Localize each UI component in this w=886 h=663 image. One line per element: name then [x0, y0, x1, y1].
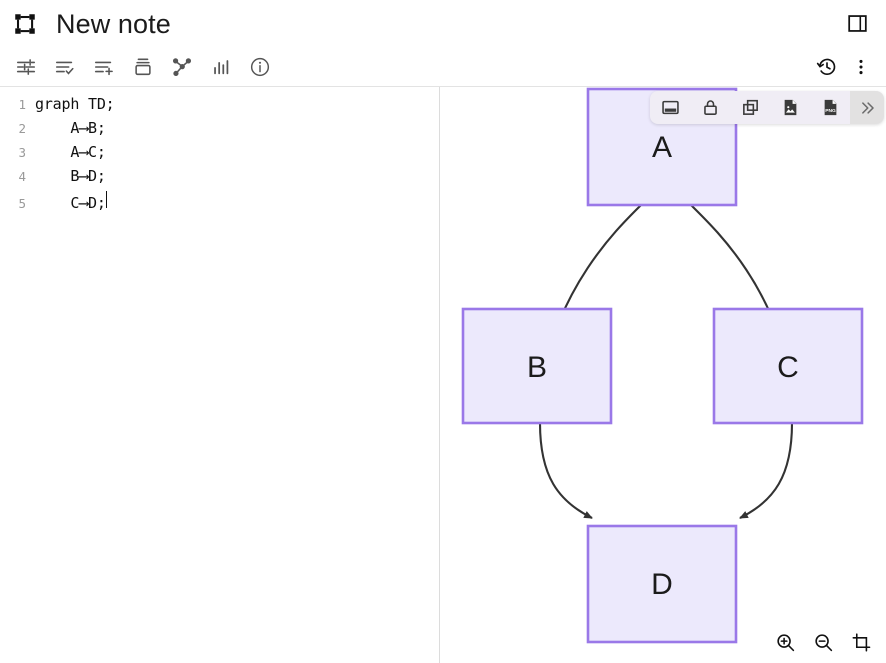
settings-sliders-icon[interactable]: [6, 51, 45, 83]
mermaid-flowchart: A B C D: [461, 87, 864, 644]
bar-chart-icon[interactable]: [201, 51, 240, 83]
line-content: A⟶B;: [35, 119, 106, 137]
code-line[interactable]: 3 A⟶C;: [0, 143, 439, 167]
text-caret: [105, 191, 107, 208]
main-toolbar: [0, 47, 886, 87]
node-label: B: [527, 351, 547, 384]
task-list-check-icon[interactable]: [45, 51, 84, 83]
diagram-node-b[interactable]: B: [461, 307, 613, 425]
code-line[interactable]: 5 C⟶D;: [0, 191, 439, 215]
line-number: 5: [18, 196, 26, 211]
diagram-export-toolbar: PNG: [650, 91, 884, 124]
export-svg-file-icon[interactable]: [770, 91, 810, 124]
list-add-icon[interactable]: [84, 51, 123, 83]
card-stack-icon[interactable]: [123, 51, 162, 83]
history-clock-icon[interactable]: [810, 51, 844, 83]
sidebar-panel-toggle-icon[interactable]: [842, 9, 872, 39]
edge-c-d: [739, 422, 794, 519]
frame-window-icon[interactable]: [650, 91, 690, 124]
code-line[interactable]: 2 A⟶B;: [0, 119, 439, 143]
fit-to-screen-icon[interactable]: [848, 629, 874, 655]
chevron-double-right-icon[interactable]: [850, 91, 884, 124]
export-png-file-icon[interactable]: PNG: [810, 91, 850, 124]
line-number: 4: [18, 169, 26, 184]
lock-icon[interactable]: [690, 91, 730, 124]
line-content: C⟶D;: [35, 194, 106, 212]
editor-preview-split: 1 graph TD; 2 A⟶B; 3 A⟶C; 4 B⟶D; 5 C⟶D;: [0, 87, 886, 663]
copy-duplicate-icon[interactable]: [730, 91, 770, 124]
zoom-out-icon[interactable]: [810, 629, 836, 655]
more-vertical-icon[interactable]: [844, 51, 878, 83]
line-content: graph TD;: [35, 95, 115, 113]
line-number: 2: [18, 121, 26, 136]
edge-b-d: [538, 422, 593, 519]
node-label: C: [777, 351, 799, 384]
diagram-node-d[interactable]: D: [586, 524, 738, 644]
code-line[interactable]: 1 graph TD;: [0, 95, 439, 119]
note-title[interactable]: New note: [56, 8, 171, 39]
line-content: A⟶C;: [35, 143, 106, 161]
zoom-in-icon[interactable]: [772, 629, 798, 655]
line-number: 3: [18, 145, 26, 160]
graph-branch-icon[interactable]: [162, 51, 201, 83]
node-label: A: [652, 131, 672, 164]
node-label: D: [651, 568, 673, 601]
png-badge-label: PNG: [825, 108, 836, 114]
info-circle-icon[interactable]: [240, 51, 279, 83]
code-editor-pane[interactable]: 1 graph TD; 2 A⟶B; 3 A⟶C; 4 B⟶D; 5 C⟶D;: [0, 87, 440, 663]
zoom-controls: [772, 629, 874, 655]
graph-nodes-icon: [8, 7, 42, 41]
code-line[interactable]: 4 B⟶D;: [0, 167, 439, 191]
line-number: 1: [18, 97, 26, 112]
title-bar: New note: [0, 0, 886, 47]
diagram-node-c[interactable]: C: [712, 307, 864, 425]
line-content: B⟶D;: [35, 167, 106, 185]
diagram-preview-pane[interactable]: A B C D: [440, 87, 886, 663]
